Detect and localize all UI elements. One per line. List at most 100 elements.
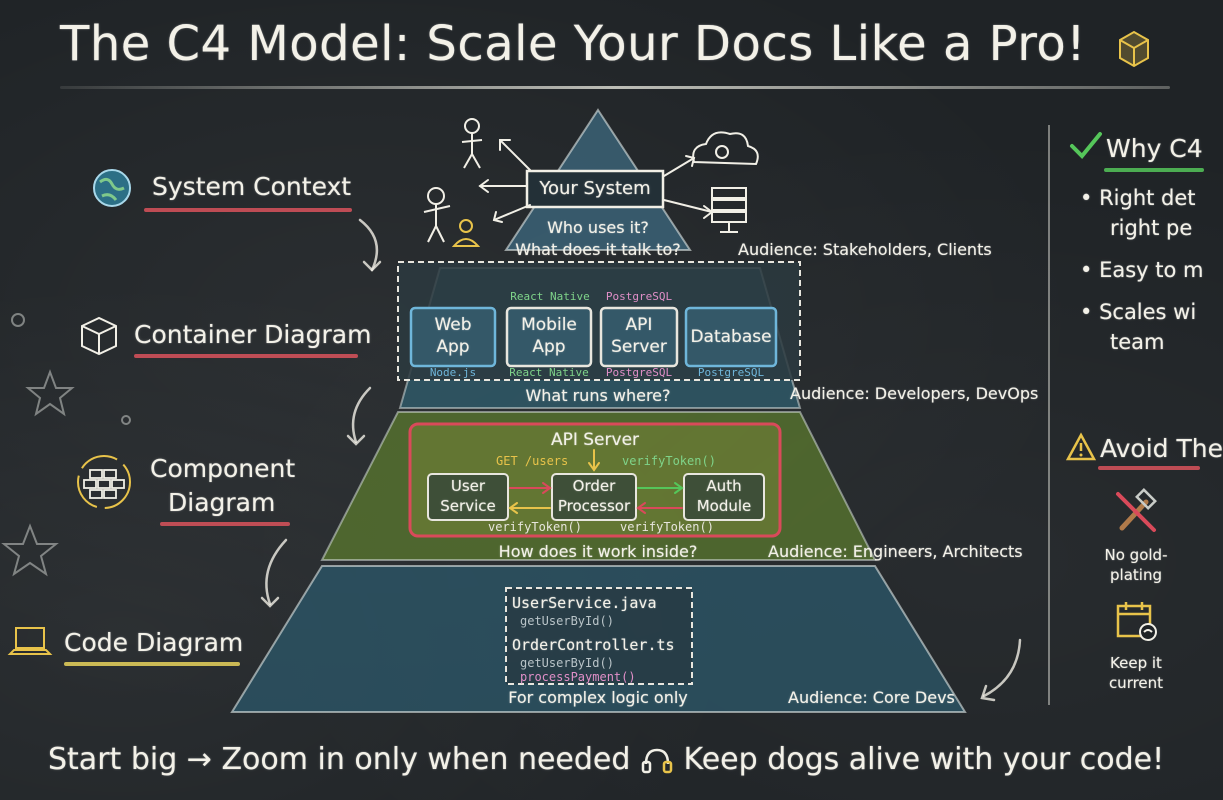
bricks-icon	[74, 452, 134, 512]
avoid-item-2-line1: Keep it	[1110, 654, 1162, 672]
web-app-label: Web App	[411, 314, 495, 358]
mobile-tech-bottom: React Native	[509, 366, 589, 379]
side-panel-divider	[1048, 125, 1050, 705]
mobile-app-label: Mobile App	[507, 314, 591, 358]
box-icon	[76, 312, 122, 358]
user-service-label: User Service	[428, 476, 508, 516]
why-item-1: • Right det	[1080, 186, 1196, 210]
order-processor-line1: Order	[572, 477, 616, 495]
order-processor-label: Order Processor	[552, 476, 636, 516]
your-system-label: Your System	[539, 178, 651, 199]
avoid-heading: Avoid The	[1100, 434, 1223, 463]
database-tech-bottom: PostgreSQL	[697, 366, 765, 379]
footer-start-big: Start big	[48, 742, 178, 777]
label-code-diagram: Code Diagram	[64, 628, 244, 657]
edge-verify-bottom-right: verifyToken()	[620, 520, 714, 534]
context-question-1: Who uses it?	[547, 218, 649, 237]
order-processor-line2: Processor	[557, 497, 631, 515]
underline-container-diagram	[134, 354, 358, 358]
auth-module-label: Auth Module	[684, 476, 764, 516]
mobile-app-line1: Mobile	[521, 315, 577, 335]
why-item-1-cont: right pe	[1110, 216, 1193, 240]
title-cube-icon	[1112, 26, 1156, 70]
headset-icon	[640, 746, 674, 776]
avoid-underline	[1098, 466, 1200, 470]
web-tech-bottom: Node.js	[429, 366, 477, 379]
page-title: The C4 Model: Scale Your Docs Like a Pro…	[60, 16, 1087, 72]
context-audience: Audience: Stakeholders, Clients	[738, 240, 992, 259]
edge-verify-top: verifyToken()	[622, 454, 716, 468]
api-server-box	[599, 306, 679, 368]
code-note: For complex logic only	[508, 688, 688, 707]
user-service-line1: User	[450, 477, 486, 495]
globe-icon	[90, 166, 134, 210]
flow-arrow-2	[351, 386, 372, 444]
mobile-app-line2: App	[532, 337, 566, 357]
check-icon	[1068, 128, 1104, 164]
label-system-context: System Context	[152, 172, 352, 201]
code-file-2-method-1: getUserById()	[520, 656, 614, 670]
arrow-to-user-top	[499, 139, 531, 171]
mobile-tech-top: React Native	[510, 290, 590, 303]
star-doodle-2	[1, 523, 59, 577]
database-label: Database	[690, 327, 772, 347]
code-file-1: UserService.java	[512, 594, 657, 612]
mobile-app-box	[505, 306, 593, 368]
why-heading: Why C4	[1106, 134, 1203, 163]
footer: Start big → Zoom in only when needed Kee…	[48, 742, 1164, 777]
arrow-to-user-bottom	[493, 204, 531, 221]
label-component-line2: Diagram	[168, 488, 276, 517]
flow-arrow-right	[982, 638, 1022, 698]
flow-arrow-3	[265, 538, 288, 606]
underline-component-diagram	[160, 522, 290, 526]
api-server-line1: API	[625, 315, 653, 335]
calendar-icon	[1112, 596, 1160, 644]
your-system-box	[525, 169, 665, 209]
label-component-line1: Component	[150, 454, 296, 483]
why-item-2-text: Easy to m	[1099, 258, 1204, 282]
avoid-item-1-line2: plating	[1110, 566, 1162, 584]
web-app-line1: Web	[434, 315, 472, 335]
why-item-2: • Easy to m	[1080, 258, 1204, 282]
code-file-2-method-2: processPayment()	[520, 670, 636, 684]
arrow-to-server	[663, 199, 713, 213]
footer-zoom-in: Zoom in only when needed	[221, 742, 631, 777]
server-icon	[711, 187, 747, 233]
star-doodle-1	[25, 369, 75, 417]
underline-system-context	[144, 208, 352, 212]
auth-module-line2: Module	[696, 497, 752, 515]
edge-get-users: GET /users	[496, 454, 569, 468]
hammer-icon	[1112, 488, 1160, 536]
user-service-box	[427, 473, 509, 521]
context-question-2: What does it talk to?	[515, 240, 681, 259]
user-figure-1	[461, 118, 483, 169]
why-item-3-text: Scales wi	[1099, 300, 1197, 324]
code-file-1-method: getUserById()	[520, 614, 614, 628]
avoid-item-1-line1: No gold-	[1104, 546, 1168, 564]
arrow-to-cloud	[663, 157, 695, 177]
footer-arrow: →	[186, 742, 222, 777]
api-server-label: API Server	[601, 314, 677, 358]
label-container-diagram: Container Diagram	[134, 320, 372, 349]
flow-arrow-1	[358, 218, 379, 272]
auth-module-line1: Auth	[706, 477, 742, 495]
why-item-1-text: Right det	[1099, 186, 1196, 210]
container-audience: Audience: Developers, DevOps	[790, 384, 1039, 403]
why-item-3: • Scales wi	[1080, 300, 1197, 324]
api-tech-top: PostgreSQL	[605, 290, 673, 303]
database-box	[684, 306, 778, 368]
component-audience: Audience: Engineers, Architects	[768, 542, 1023, 561]
code-files-box	[505, 587, 693, 685]
edge-verify-bottom-left: verifyToken()	[488, 520, 582, 534]
user-figure-2	[423, 187, 451, 243]
component-question: How does it work inside?	[498, 542, 698, 561]
title-underline	[60, 86, 1170, 89]
component-group-title: API Server	[550, 430, 640, 450]
code-file-2: OrderController.ts	[512, 636, 675, 654]
user-service-line2: Service	[440, 497, 496, 515]
web-app-box	[409, 306, 497, 368]
cloud-gear-icon	[692, 131, 759, 166]
api-tech-bottom: PostgreSQL	[605, 366, 673, 379]
order-processor-box	[551, 473, 637, 521]
